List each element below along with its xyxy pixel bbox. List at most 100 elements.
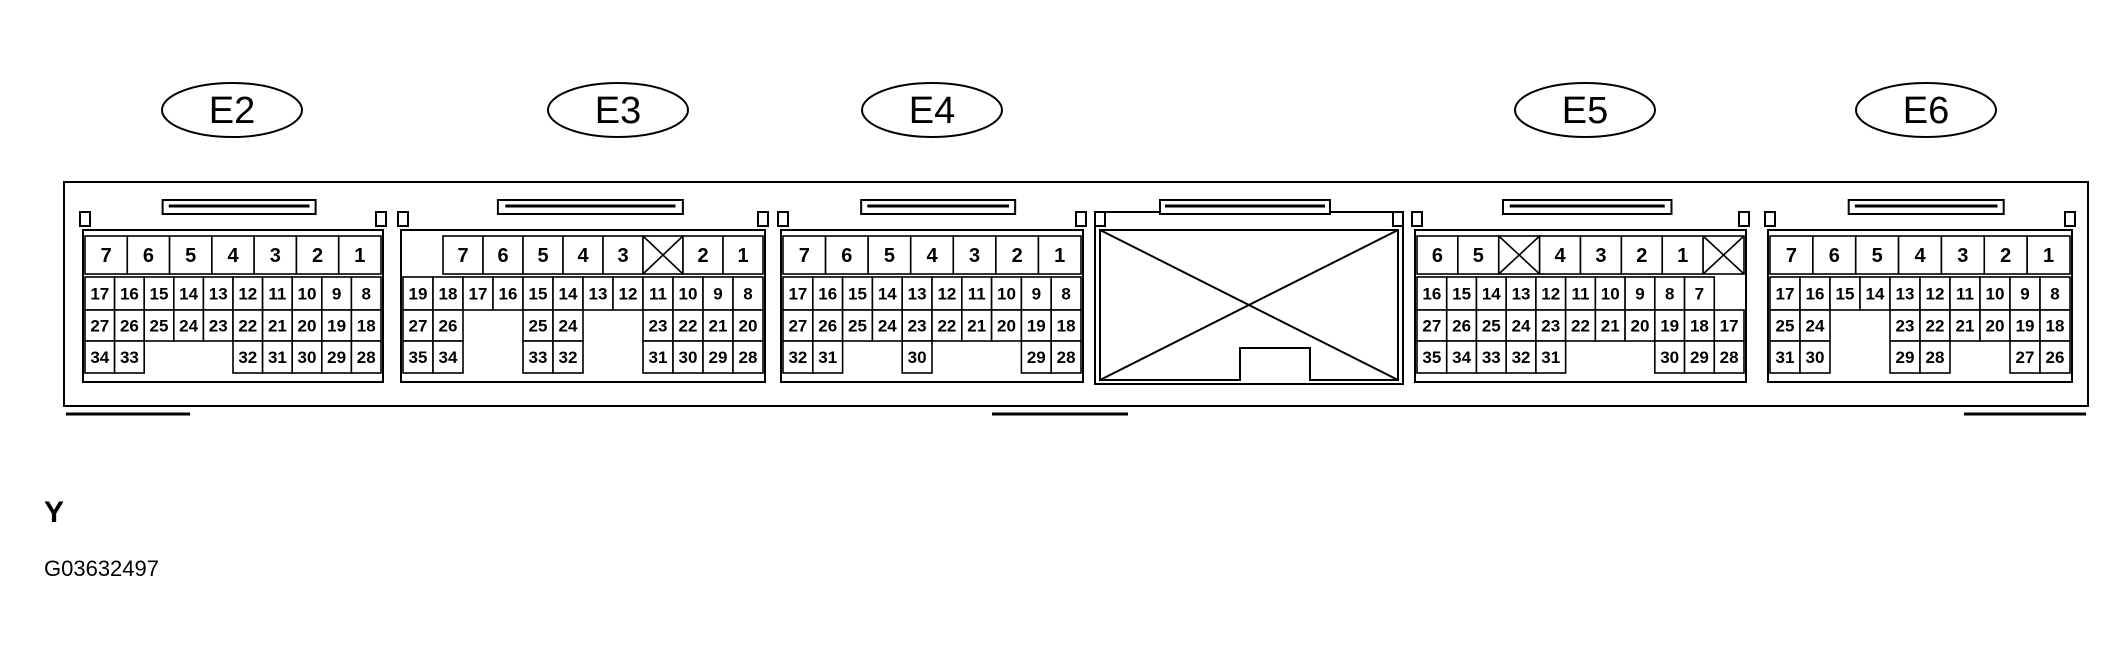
pin-number: 2 <box>1636 245 1647 267</box>
pin-number: 10 <box>298 285 317 304</box>
pin-number: 3 <box>969 245 980 267</box>
pin-cell <box>871 309 904 342</box>
pin-cell <box>84 309 116 342</box>
pin-cell <box>253 235 298 275</box>
pin-number: 17 <box>1776 285 1795 304</box>
connector-label: E5 <box>1562 90 1608 132</box>
pin-cell <box>1538 235 1582 275</box>
pin-cell <box>291 276 323 311</box>
pin-number: 31 <box>1541 348 1560 367</box>
pin-number: 10 <box>997 285 1016 304</box>
pin-number: 1 <box>1054 245 1065 267</box>
pin-cell <box>1505 340 1537 374</box>
pin-cell <box>901 276 933 311</box>
figure-id: G03632497 <box>44 556 159 581</box>
pin-cell <box>901 340 933 374</box>
pin-number: 25 <box>150 317 169 336</box>
pin-cell <box>1620 235 1664 275</box>
pin-number: 16 <box>1806 285 1825 304</box>
pin-number: 26 <box>1452 317 1471 336</box>
pin-number: 10 <box>679 285 698 304</box>
connector-label: E3 <box>595 90 641 132</box>
pin-number: 16 <box>120 285 139 304</box>
connector-label: E6 <box>1903 90 1949 132</box>
pin-number: 25 <box>848 317 867 336</box>
pin-number: 9 <box>713 285 722 304</box>
connector-frame <box>82 229 384 383</box>
pin-number: 24 <box>1512 317 1531 336</box>
pin-number: 12 <box>619 285 638 304</box>
pin-number: 2 <box>2000 245 2011 267</box>
pin-cell <box>522 309 554 342</box>
pin-number: 12 <box>238 285 257 304</box>
corner-tab-left <box>1764 211 1776 227</box>
pin-number: 28 <box>739 348 758 367</box>
pin-number: 30 <box>1806 348 1825 367</box>
pin-cell <box>295 235 340 275</box>
pin-number: 2 <box>1012 245 1023 267</box>
pin-number: 32 <box>238 348 257 367</box>
pin-cell <box>173 276 205 311</box>
corner-tab-right <box>2064 211 2076 227</box>
connector-label: E2 <box>209 90 255 132</box>
pin-number: 7 <box>799 245 810 267</box>
pin-cell <box>1769 309 1801 342</box>
connector-label: E4 <box>909 90 955 132</box>
pin-number: 31 <box>268 348 287 367</box>
pin-cell <box>811 309 844 342</box>
pin-number: 20 <box>1630 317 1649 336</box>
pin-number: 30 <box>679 348 698 367</box>
pin-cell <box>1979 276 2011 311</box>
blank-pin-cross <box>1498 235 1541 275</box>
connector-label-oval <box>1514 82 1656 138</box>
pin-cell <box>1919 340 1951 374</box>
pin-cell <box>811 276 844 311</box>
pin-cell <box>522 340 554 374</box>
blank-connector-block <box>1094 199 1404 385</box>
pin-number: 23 <box>1896 317 1915 336</box>
pin-number: 11 <box>268 285 286 304</box>
pin-number: 21 <box>967 317 986 336</box>
pin-cell <box>1050 276 1082 311</box>
pin-number: 17 <box>788 285 807 304</box>
pin-number: 26 <box>2046 348 2065 367</box>
pin-cell <box>350 276 382 311</box>
pin-number: 8 <box>361 285 370 304</box>
pin-cell <box>84 276 116 311</box>
pin-number: 34 <box>1452 348 1471 367</box>
pin-cell <box>1579 235 1623 275</box>
pin-cell <box>1889 309 1921 342</box>
pin-cell <box>2039 309 2071 342</box>
pin-cell <box>261 340 294 374</box>
pin-cell <box>1654 276 1686 311</box>
pin-cell <box>1535 309 1567 342</box>
pin-number: 31 <box>1776 348 1795 367</box>
pin-number: 14 <box>179 285 198 304</box>
pin-cell <box>811 340 844 374</box>
pin-number: 19 <box>1660 317 1679 336</box>
pin-cell <box>113 340 145 374</box>
pin-cell <box>432 340 464 374</box>
pin-number: 30 <box>908 348 927 367</box>
pin-cell <box>261 309 294 342</box>
pin-number: 27 <box>409 317 428 336</box>
pin-number: 5 <box>185 245 196 267</box>
pin-number: 24 <box>1806 317 1825 336</box>
pin-cell <box>931 309 963 342</box>
pin-number: 9 <box>332 285 341 304</box>
pin-cell <box>232 340 264 374</box>
pin-cell <box>1769 276 1801 311</box>
pin-number: 10 <box>1601 285 1620 304</box>
pin-number: 28 <box>357 348 376 367</box>
connector-frame <box>1767 229 2073 383</box>
pin-cell <box>126 235 171 275</box>
pin-number: 4 <box>926 245 938 267</box>
pin-number: 8 <box>1061 285 1070 304</box>
corner-tab-left <box>777 211 789 227</box>
pin-cell <box>2009 276 2041 311</box>
pin-number: 19 <box>2016 317 2035 336</box>
pin-number: 14 <box>559 285 578 304</box>
pin-number: 17 <box>469 285 488 304</box>
pin-number: 34 <box>439 348 458 367</box>
